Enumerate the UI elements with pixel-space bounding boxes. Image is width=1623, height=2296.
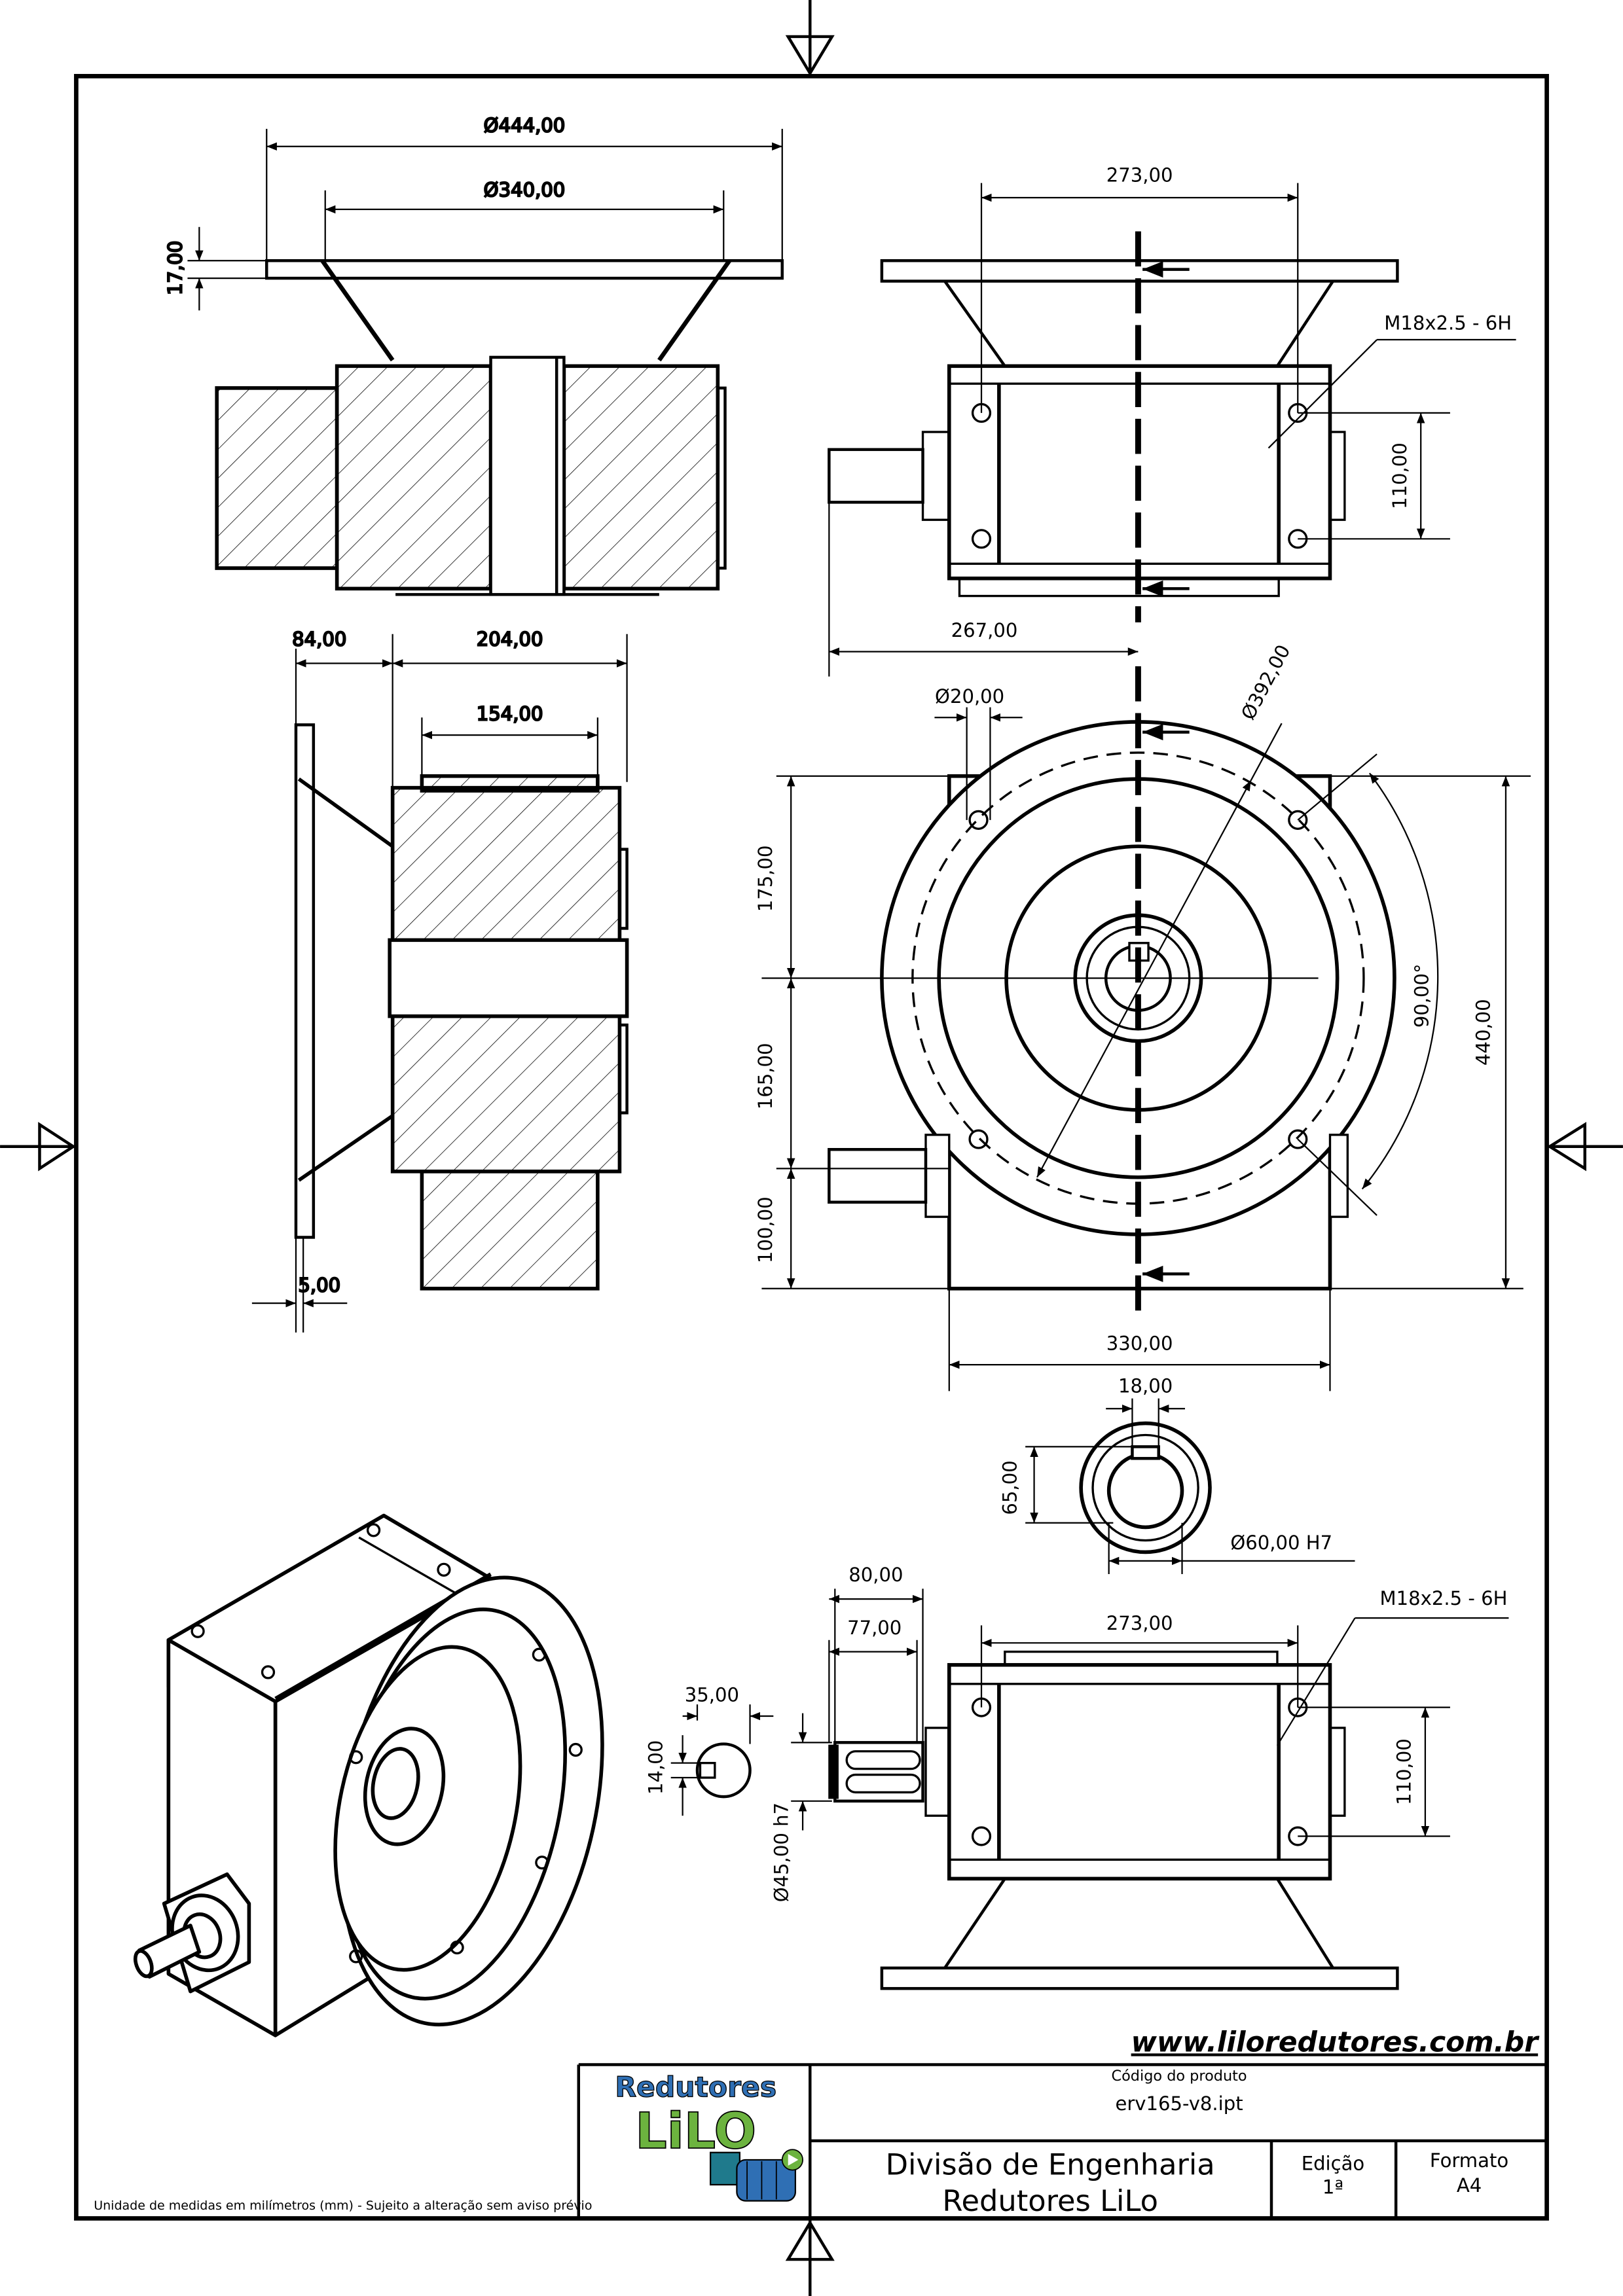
format-value: A4 [1457,2174,1482,2197]
dim-shaft-length-77: 77,00 [847,1617,902,1639]
format-label: Formato [1430,2149,1508,2172]
gearmotor-icon [710,2151,797,2202]
logo-main-text: LiLO [635,2102,756,2160]
product-code-label: Código do produto [1112,2068,1247,2085]
dim-thread-top: M18x2.5 - 6H [1384,312,1512,334]
dim-hole-vertical-bottom: 110,00 [1393,1738,1415,1805]
edition-value: 1ª [1322,2176,1343,2198]
top-section-view: Ø444,00 Ø340,00 17,00 [163,113,784,596]
dim-flange-offset: 84,00 [292,628,346,651]
bottom-right-view: 80,00 77,00 273,00 M18x2.5 - 6H 110,00 Ø… [644,1564,1509,1990]
dim-key-35: 35,00 [685,1684,739,1706]
isometric-view [133,1513,604,2037]
division-line-1: Divisão de Engenharia [886,2147,1215,2181]
dim-base-height: 100,00 [754,1196,776,1263]
website-link[interactable]: www.liloredutores.com.br [1131,2026,1541,2058]
dim-hole-spacing-top: 273,00 [1106,164,1173,186]
front-view: Ø20,00 Ø392,00 175,00 165,00 100,00 440,… [754,641,1531,1391]
dim-bore: Ø60,00 H7 [1230,1532,1332,1554]
dim-key-width: 18,00 [1118,1375,1173,1397]
dim-flange-thickness: 17,00 [164,241,186,295]
dim-shaft-length-80: 80,00 [848,1564,903,1586]
dim-flange-inner: Ø340,00 [484,179,566,201]
side-section-view: 84,00 204,00 154,00 5,00 [251,628,629,1333]
units-note: Unidade de medidas em milímetros (mm) - … [94,2198,592,2213]
dim-base-width: 330,00 [1106,1333,1173,1355]
dim-total-height: 440,00 [1472,999,1494,1066]
dim-flange-plate: 5,00 [298,1274,340,1296]
dim-shaft-offset: 267,00 [951,619,1018,641]
product-code-value: erv165-v8.ipt [1115,2092,1243,2115]
title-block [577,2063,1547,2219]
dim-lower-height: 165,00 [754,1043,776,1109]
bore-detail-view: 18,00 65,00 Ø60,00 H7 [999,1375,1355,1575]
dim-body-inner: 154,00 [477,703,543,725]
dim-bolt-circle: Ø392,00 [1237,641,1295,723]
dim-angle: 90,00° [1410,963,1432,1028]
dim-key-14: 14,00 [644,1740,666,1795]
dim-upper-height: 175,00 [754,845,776,912]
company-logo: Redutores LiLO [615,2072,803,2202]
play-icon [781,2149,803,2171]
dim-hole-dia: Ø20,00 [935,685,1004,708]
dim-hole-spacing-bottom: 273,00 [1106,1612,1173,1634]
division-line-2: Redutores LiLo [942,2183,1158,2218]
top-right-view: 273,00 M18x2.5 - 6H 110,00 267,00 [828,164,1516,677]
edition-label: Edição [1302,2153,1365,2175]
dim-shaft-dia: Ø45,00 h7 [771,1803,793,1902]
logo-top-text: Redutores [615,2072,776,2104]
dim-thread-bottom: M18x2.5 - 6H [1380,1587,1508,1609]
dim-body-width: 204,00 [477,628,543,651]
dim-flange-outer: Ø444,00 [484,114,566,136]
dim-key-depth: 65,00 [999,1460,1021,1515]
dim-hole-vertical-top: 110,00 [1389,442,1411,509]
